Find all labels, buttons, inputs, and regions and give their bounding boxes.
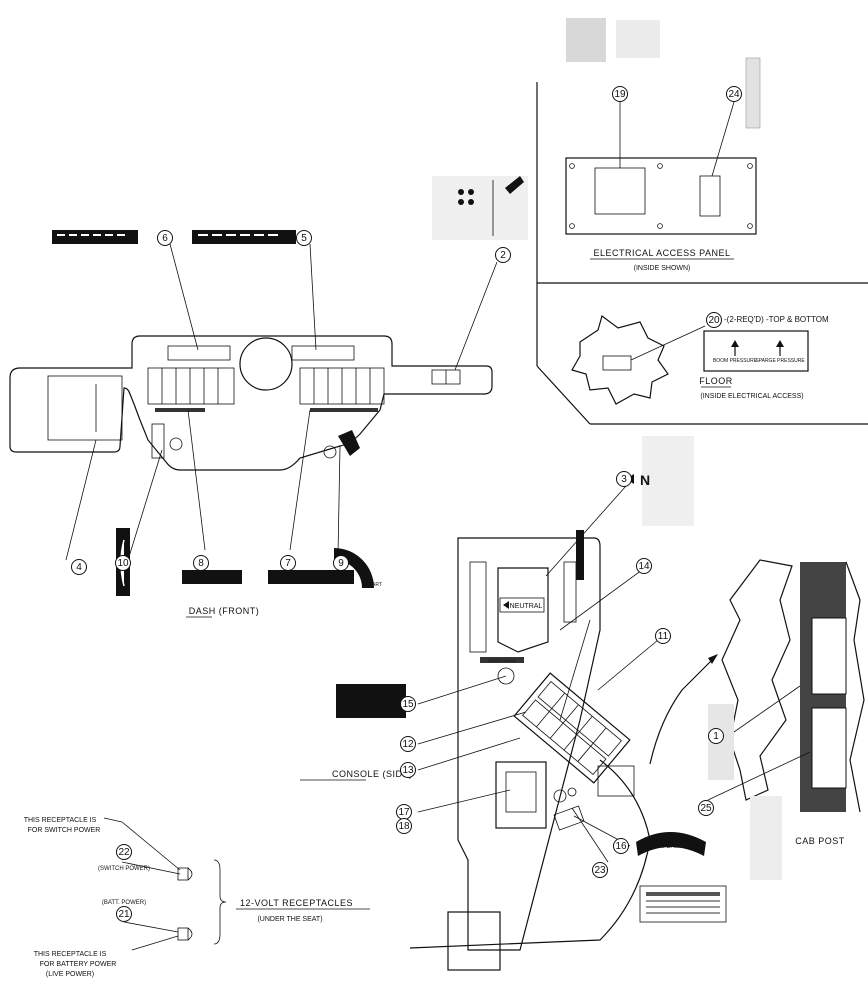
callout-16: 16 xyxy=(613,838,629,854)
callout-number: 5 xyxy=(301,233,307,244)
decal-strip-6 xyxy=(52,230,138,244)
callout-13: 13 xyxy=(400,762,416,778)
callout-10: 10 xyxy=(115,555,131,571)
callout-7: 7 xyxy=(280,555,296,571)
callout-6: 6 xyxy=(157,230,173,246)
decal-2-thumbnail xyxy=(432,176,528,240)
receptacles: THIS RECEPTACLE IS FOR SWITCH POWER (SWI… xyxy=(24,817,370,978)
speed-control-decal xyxy=(336,684,406,718)
callout-number: 16 xyxy=(615,841,627,852)
callout-number: 19 xyxy=(614,89,626,100)
callout-number: 24 xyxy=(728,89,740,100)
callout-number: 9 xyxy=(338,558,344,569)
callout-21: 21 xyxy=(116,906,132,922)
callout-15: 15 xyxy=(400,696,416,712)
callout-number: 6 xyxy=(162,233,168,244)
callout-number: 20 xyxy=(708,315,720,326)
dash-front-label: DASH (FRONT) xyxy=(189,606,260,616)
req-note: -(2-REQ'D) -TOP & BOTTOM xyxy=(724,315,829,324)
electrical-access-region: ELECTRICAL ACCESS PANEL (INSIDE SHOWN) xyxy=(536,82,868,425)
console-side-label: CONSOLE (SIDE) xyxy=(332,769,413,779)
high-label: HIGH xyxy=(390,708,400,713)
callout-1: 1 xyxy=(708,728,724,744)
callout-22: 22 xyxy=(116,844,132,860)
callout-25: 25 xyxy=(698,800,714,816)
pressure-decal xyxy=(703,330,809,372)
decal-strip-5 xyxy=(192,230,296,244)
battery-note-1: THIS RECEPTACLE IS xyxy=(34,951,107,958)
switch-power-label: (SWITCH POWER) xyxy=(98,866,150,872)
callout-20: 20 xyxy=(706,312,722,328)
battery-note-2: FOR BATTERY POWER xyxy=(40,961,117,968)
callout-number: 14 xyxy=(638,561,650,572)
callout-2: 2 xyxy=(495,247,511,263)
floor-area: -(2-REQ'D) -TOP & BOTTOM BOOM PRESSURE S… xyxy=(571,314,829,405)
n-letter: N xyxy=(640,472,650,488)
floor-label: FLOOR xyxy=(699,376,733,386)
electrical-access-panel xyxy=(565,157,757,235)
battery-note-3: (LIVE POWER) xyxy=(46,971,94,978)
callout-number: 10 xyxy=(117,558,129,569)
callout-number: 17 xyxy=(398,807,410,818)
callout-number: 2 xyxy=(500,250,506,261)
neutral-label: NEUTRAL xyxy=(510,603,543,610)
callout-3: 3 xyxy=(616,471,632,487)
decal-23 xyxy=(639,885,727,923)
receptacles-label: 12-VOLT RECEPTACLES xyxy=(240,898,353,908)
callout-18: 18 xyxy=(396,818,412,834)
inside-shown-label: (INSIDE SHOWN) xyxy=(634,265,691,272)
cab-post-label: CAB POST xyxy=(795,836,845,846)
callout-number: 4 xyxy=(76,562,82,573)
boom-pressure-label: BOOM PRESSURE xyxy=(713,358,758,364)
speed-range-label: SPEED RANGE xyxy=(488,658,517,663)
callout-number: 12 xyxy=(402,739,414,750)
callout-11: 11 xyxy=(655,628,671,644)
callout-number: 8 xyxy=(198,558,204,569)
callout-12: 12 xyxy=(400,736,416,752)
callout-14: 14 xyxy=(636,558,652,574)
inside-electrical-access-label: (INSIDE ELECTRICAL ACCESS) xyxy=(700,393,803,400)
callout-19: 19 xyxy=(612,86,628,102)
callout-17: 17 xyxy=(396,804,412,820)
callout-8: 8 xyxy=(193,555,209,571)
callout-number: 18 xyxy=(398,821,410,832)
dash-front: START DASH (FRONT) xyxy=(9,230,498,618)
decal-strip-8 xyxy=(182,570,242,584)
cab-post: CAB POST xyxy=(707,559,865,880)
switch-power-note-1: THIS RECEPTACLE IS xyxy=(24,817,97,824)
callout-4: 4 xyxy=(71,559,87,575)
batt-power-label: (BATT. POWER) xyxy=(102,900,146,906)
callout-number: 13 xyxy=(402,765,414,776)
callout-number: 7 xyxy=(285,558,291,569)
callout-number: 22 xyxy=(118,847,130,858)
foam-label: FOAM xyxy=(662,844,679,850)
callout-24: 24 xyxy=(726,86,742,102)
low-label: LOW xyxy=(344,708,353,713)
foam-decal xyxy=(636,832,706,856)
under-seat-label: (UNDER THE SEAT) xyxy=(257,916,322,923)
callout-23: 23 xyxy=(592,862,608,878)
speed-control-label: SPEED CONTROL xyxy=(350,690,393,696)
console-side: NEUTRAL SPEED CONTROL LOW HIGH SPEED RAN… xyxy=(300,436,727,971)
decal-thumbnail-top xyxy=(566,18,761,129)
callout-9: 9 xyxy=(333,555,349,571)
switch-power-note-2: FOR SWITCH POWER xyxy=(28,827,101,834)
callout-number: 3 xyxy=(621,474,627,485)
electrical-access-panel-label: ELECTRICAL ACCESS PANEL xyxy=(593,248,730,258)
callout-number: 1 xyxy=(713,731,719,742)
decal-strip-7 xyxy=(268,570,354,584)
sparge-pressure-label: SPARGE PRESSURE xyxy=(755,358,805,364)
callout-number: 11 xyxy=(658,631,669,642)
callout-5: 5 xyxy=(296,230,312,246)
callout-number: 23 xyxy=(594,865,606,876)
callout-number: 25 xyxy=(700,803,712,814)
callout-number: 15 xyxy=(402,699,414,710)
start-label: START xyxy=(366,582,382,588)
callout-number: 21 xyxy=(118,909,130,920)
